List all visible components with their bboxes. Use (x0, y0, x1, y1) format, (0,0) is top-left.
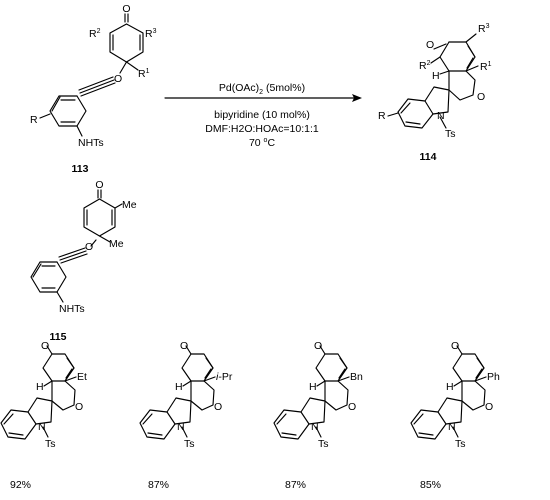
ligand-condition: bipyridine (10 mol%) (214, 109, 310, 121)
ex1-ts-label: Ts (45, 438, 56, 450)
compound-113-number: 113 (72, 163, 89, 175)
compound-113-structure (39, 13, 144, 137)
r1-label: R1 (138, 68, 150, 80)
ex2-n-label: N (177, 421, 185, 433)
ex2-yield: 87% (148, 479, 169, 491)
product-r-label: R (378, 110, 386, 122)
ex2-pyran-oxygen-label: O (214, 401, 222, 413)
ex1-substituent-label: Et (77, 371, 87, 383)
ex1-pyran-oxygen-label: O (75, 401, 83, 413)
ex3-substituent-label: Bn (350, 371, 363, 383)
ex2-h-label: H (175, 381, 183, 393)
compound-114-structure (387, 33, 479, 129)
ex3-ts-label: Ts (318, 438, 329, 450)
ex1-h-label: H (36, 381, 44, 393)
ex4-substituent-label: Ph (487, 371, 500, 383)
ex4-pyran-oxygen-label: O (485, 401, 493, 413)
ex4-n-label: N (448, 421, 456, 433)
product-carbonyl-oxygen-label: O (426, 39, 434, 51)
r2-label: R2 (89, 28, 101, 40)
compound-114-number: 114 (420, 151, 437, 163)
product-r1-label: R1 (480, 61, 492, 73)
ex2-carbonyl-oxygen-label: O (180, 340, 188, 352)
catalyst-condition: Pd(OAc)2 (5mol%) (219, 82, 305, 96)
ex1-carbonyl-oxygen-label: O (41, 340, 49, 352)
ether-oxygen-label: O (114, 73, 122, 85)
nhts-label: NHTs (78, 137, 104, 149)
c115-nhts-label: NHTs (59, 303, 85, 315)
solvent-condition: DMF:H2O:HOAc=10:1:1 (205, 123, 319, 135)
ex4-ts-label: Ts (455, 438, 466, 450)
c115-me-bottom-label: Me (109, 238, 124, 250)
ex1-yield: 92% (10, 479, 31, 491)
ex4-carbonyl-oxygen-label: O (451, 340, 459, 352)
ex3-h-label: H (309, 381, 317, 393)
ex3-yield: 87% (285, 479, 306, 491)
ex3-n-label: N (311, 421, 319, 433)
ex2-ts-label: Ts (184, 438, 195, 450)
c115-carbonyl-oxygen-label: O (95, 179, 103, 191)
ex3-carbonyl-oxygen-label: O (314, 340, 322, 352)
c115-ether-oxygen-label: O (85, 241, 93, 253)
product-h-label: H (432, 70, 440, 82)
ex2-substituent-label: i-Pr (216, 371, 233, 383)
product-pyran-oxygen-label: O (477, 91, 485, 103)
product-r3-label: R3 (478, 23, 490, 35)
carbonyl-oxygen-label: O (122, 3, 130, 15)
c115-me-top-label: Me (122, 199, 137, 211)
ex4-yield: 85% (420, 479, 441, 491)
compound-115-structure (30, 189, 123, 303)
r3-label: R3 (145, 28, 157, 40)
compound-115-number: 115 (50, 331, 67, 343)
reaction-arrow (164, 94, 362, 102)
product-ts-label: Ts (445, 128, 456, 140)
r-label: R (30, 114, 38, 126)
ex1-n-label: N (38, 421, 46, 433)
temperature-condition: 70 oC (249, 137, 276, 149)
ex3-pyran-oxygen-label: O (348, 401, 356, 413)
product-r2-label: R2 (419, 60, 431, 72)
ex4-h-label: H (446, 381, 454, 393)
product-n-label: N (437, 110, 445, 122)
